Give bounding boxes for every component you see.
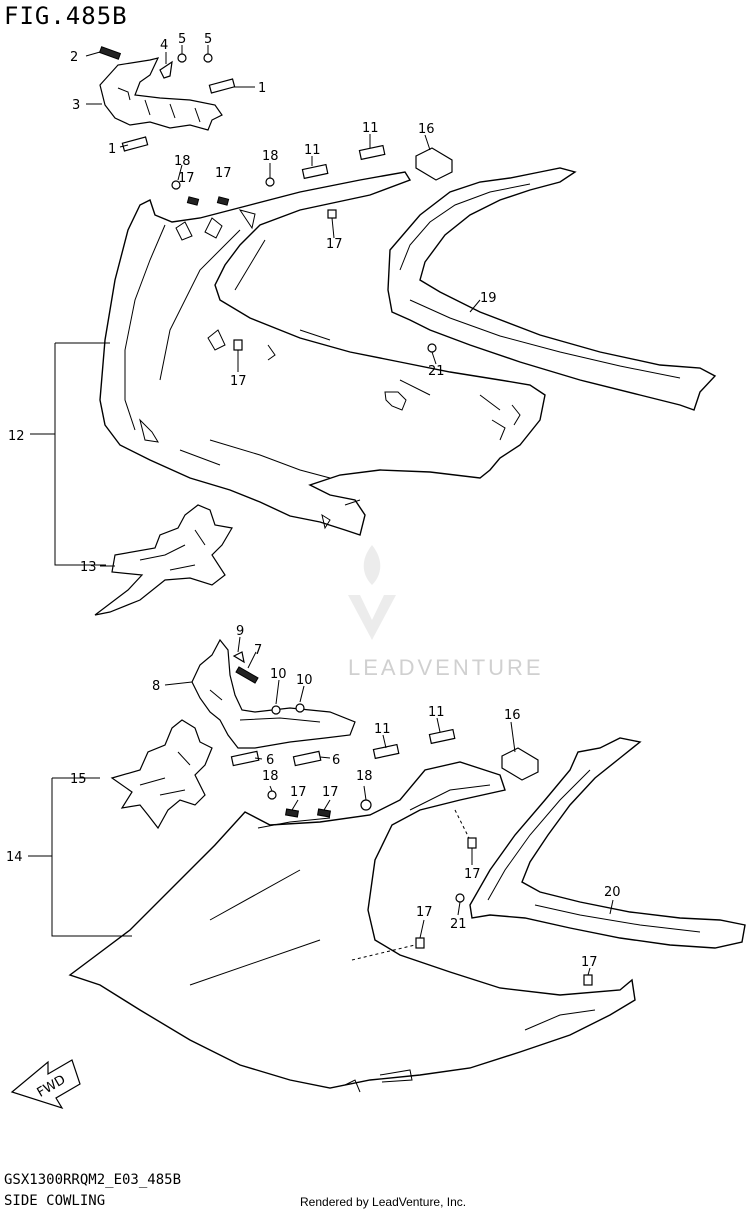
- callout: 21: [450, 917, 467, 932]
- clip-part-17a: [186, 196, 200, 206]
- tape-part-11b: [358, 144, 386, 161]
- screw-part-10b: [295, 703, 305, 713]
- tape-part-1a: [208, 78, 236, 94]
- clip-part-17e: [284, 808, 300, 818]
- block-part-16b: [501, 747, 539, 781]
- strip-part-2: [98, 46, 122, 60]
- clip-part-17d: [233, 339, 243, 351]
- screw-part-21a: [427, 343, 437, 353]
- emblem-part-15: [110, 719, 213, 830]
- trim-frame-part-19: [387, 167, 717, 411]
- screw-part-18a: [171, 180, 181, 190]
- clip-part-4: [159, 60, 173, 79]
- clip-part-17i: [583, 974, 593, 986]
- side-cowling-lower-part-14: [68, 761, 636, 1089]
- emblem-part-13: [94, 504, 233, 616]
- screw-part-18c: [267, 790, 277, 800]
- callout: 11: [374, 722, 391, 737]
- tape-part-11a: [301, 163, 329, 180]
- watermark-text: LEADVENTURE: [348, 655, 544, 680]
- callout: 17: [290, 785, 307, 800]
- callout-numbers: 1 1 2 3 4 5 5 6 6 7 8 9 10 10 11 11 11 1…: [6, 32, 621, 970]
- callout: 2: [70, 50, 78, 65]
- tape-part-11c: [372, 743, 400, 760]
- figure-code: GSX1300RRQM2_E03_485B: [4, 1172, 182, 1188]
- callout: 17: [416, 905, 433, 920]
- bracket-part-3: [99, 57, 223, 131]
- callout: 21: [428, 364, 445, 379]
- callout: 17: [581, 955, 598, 970]
- clip-part-17f: [316, 808, 332, 818]
- screw-part-18b: [265, 177, 275, 187]
- callout: 9: [236, 624, 244, 639]
- callout: 18: [262, 149, 279, 164]
- figure-title: FIG.485B: [4, 2, 128, 30]
- callout: 5: [204, 32, 212, 47]
- screw-part-5a: [177, 53, 187, 63]
- callout: 10: [296, 673, 313, 688]
- callout: 1: [258, 81, 266, 96]
- screw-part-10a: [271, 705, 281, 715]
- callout: 16: [418, 122, 435, 137]
- callout: 4: [160, 38, 168, 53]
- callout: 1: [108, 142, 116, 157]
- watermark-logo: [348, 545, 396, 640]
- callout: 17: [326, 237, 343, 252]
- screw-part-21b: [455, 893, 465, 903]
- callout: 7: [254, 643, 262, 658]
- clip-part-9: [232, 651, 245, 664]
- callout: 10: [270, 667, 287, 682]
- tape-part-6b: [292, 750, 322, 767]
- screw-part-5b: [203, 53, 213, 63]
- tape-part-1b: [121, 136, 149, 152]
- callout: 16: [504, 708, 521, 723]
- callout: 20: [604, 885, 621, 900]
- clip-part-17c: [327, 209, 337, 219]
- callout: 17: [215, 166, 232, 181]
- callout: 6: [266, 753, 274, 768]
- callout: 11: [362, 121, 379, 136]
- block-part-16: [415, 147, 453, 181]
- bracket-part-8: [191, 638, 356, 749]
- credit-text: Rendered by LeadVenture, Inc.: [300, 1195, 467, 1209]
- callout: 17: [464, 867, 481, 882]
- callout: 17: [322, 785, 339, 800]
- callout: 11: [304, 143, 321, 158]
- clip-part-17b: [216, 196, 230, 206]
- callout: 5: [178, 32, 186, 47]
- callout: 18: [174, 154, 191, 169]
- leader-lines: [28, 45, 614, 976]
- callout: 19: [480, 291, 497, 306]
- callout: 18: [262, 769, 279, 784]
- fwd-arrow-icon: FWD: [10, 1059, 81, 1110]
- lower-cowling-group: FWD: [10, 638, 746, 1110]
- callout: 18: [356, 769, 373, 784]
- screw-part-18d: [360, 799, 372, 811]
- callout: 17: [178, 171, 195, 186]
- callout: 15: [70, 772, 87, 787]
- tape-part-11d: [428, 728, 456, 745]
- callout: 3: [72, 98, 80, 113]
- callout: 11: [428, 705, 445, 720]
- trim-frame-part-20: [469, 737, 746, 949]
- figure-subtitle: SIDE COWLING: [4, 1193, 106, 1209]
- side-cowling-upper-part-12: [99, 171, 546, 536]
- callout: 6: [332, 753, 340, 768]
- clip-part-17g: [467, 837, 477, 849]
- callout: 12: [8, 429, 25, 444]
- callout: 13: [80, 560, 97, 575]
- callout: 17: [230, 374, 247, 389]
- tape-part-6a: [230, 750, 260, 767]
- strip-part-7: [235, 666, 259, 684]
- callout: 8: [152, 679, 160, 694]
- callout: 14: [6, 850, 23, 865]
- upper-cowling-group: [94, 46, 717, 616]
- clip-part-17h: [415, 937, 425, 949]
